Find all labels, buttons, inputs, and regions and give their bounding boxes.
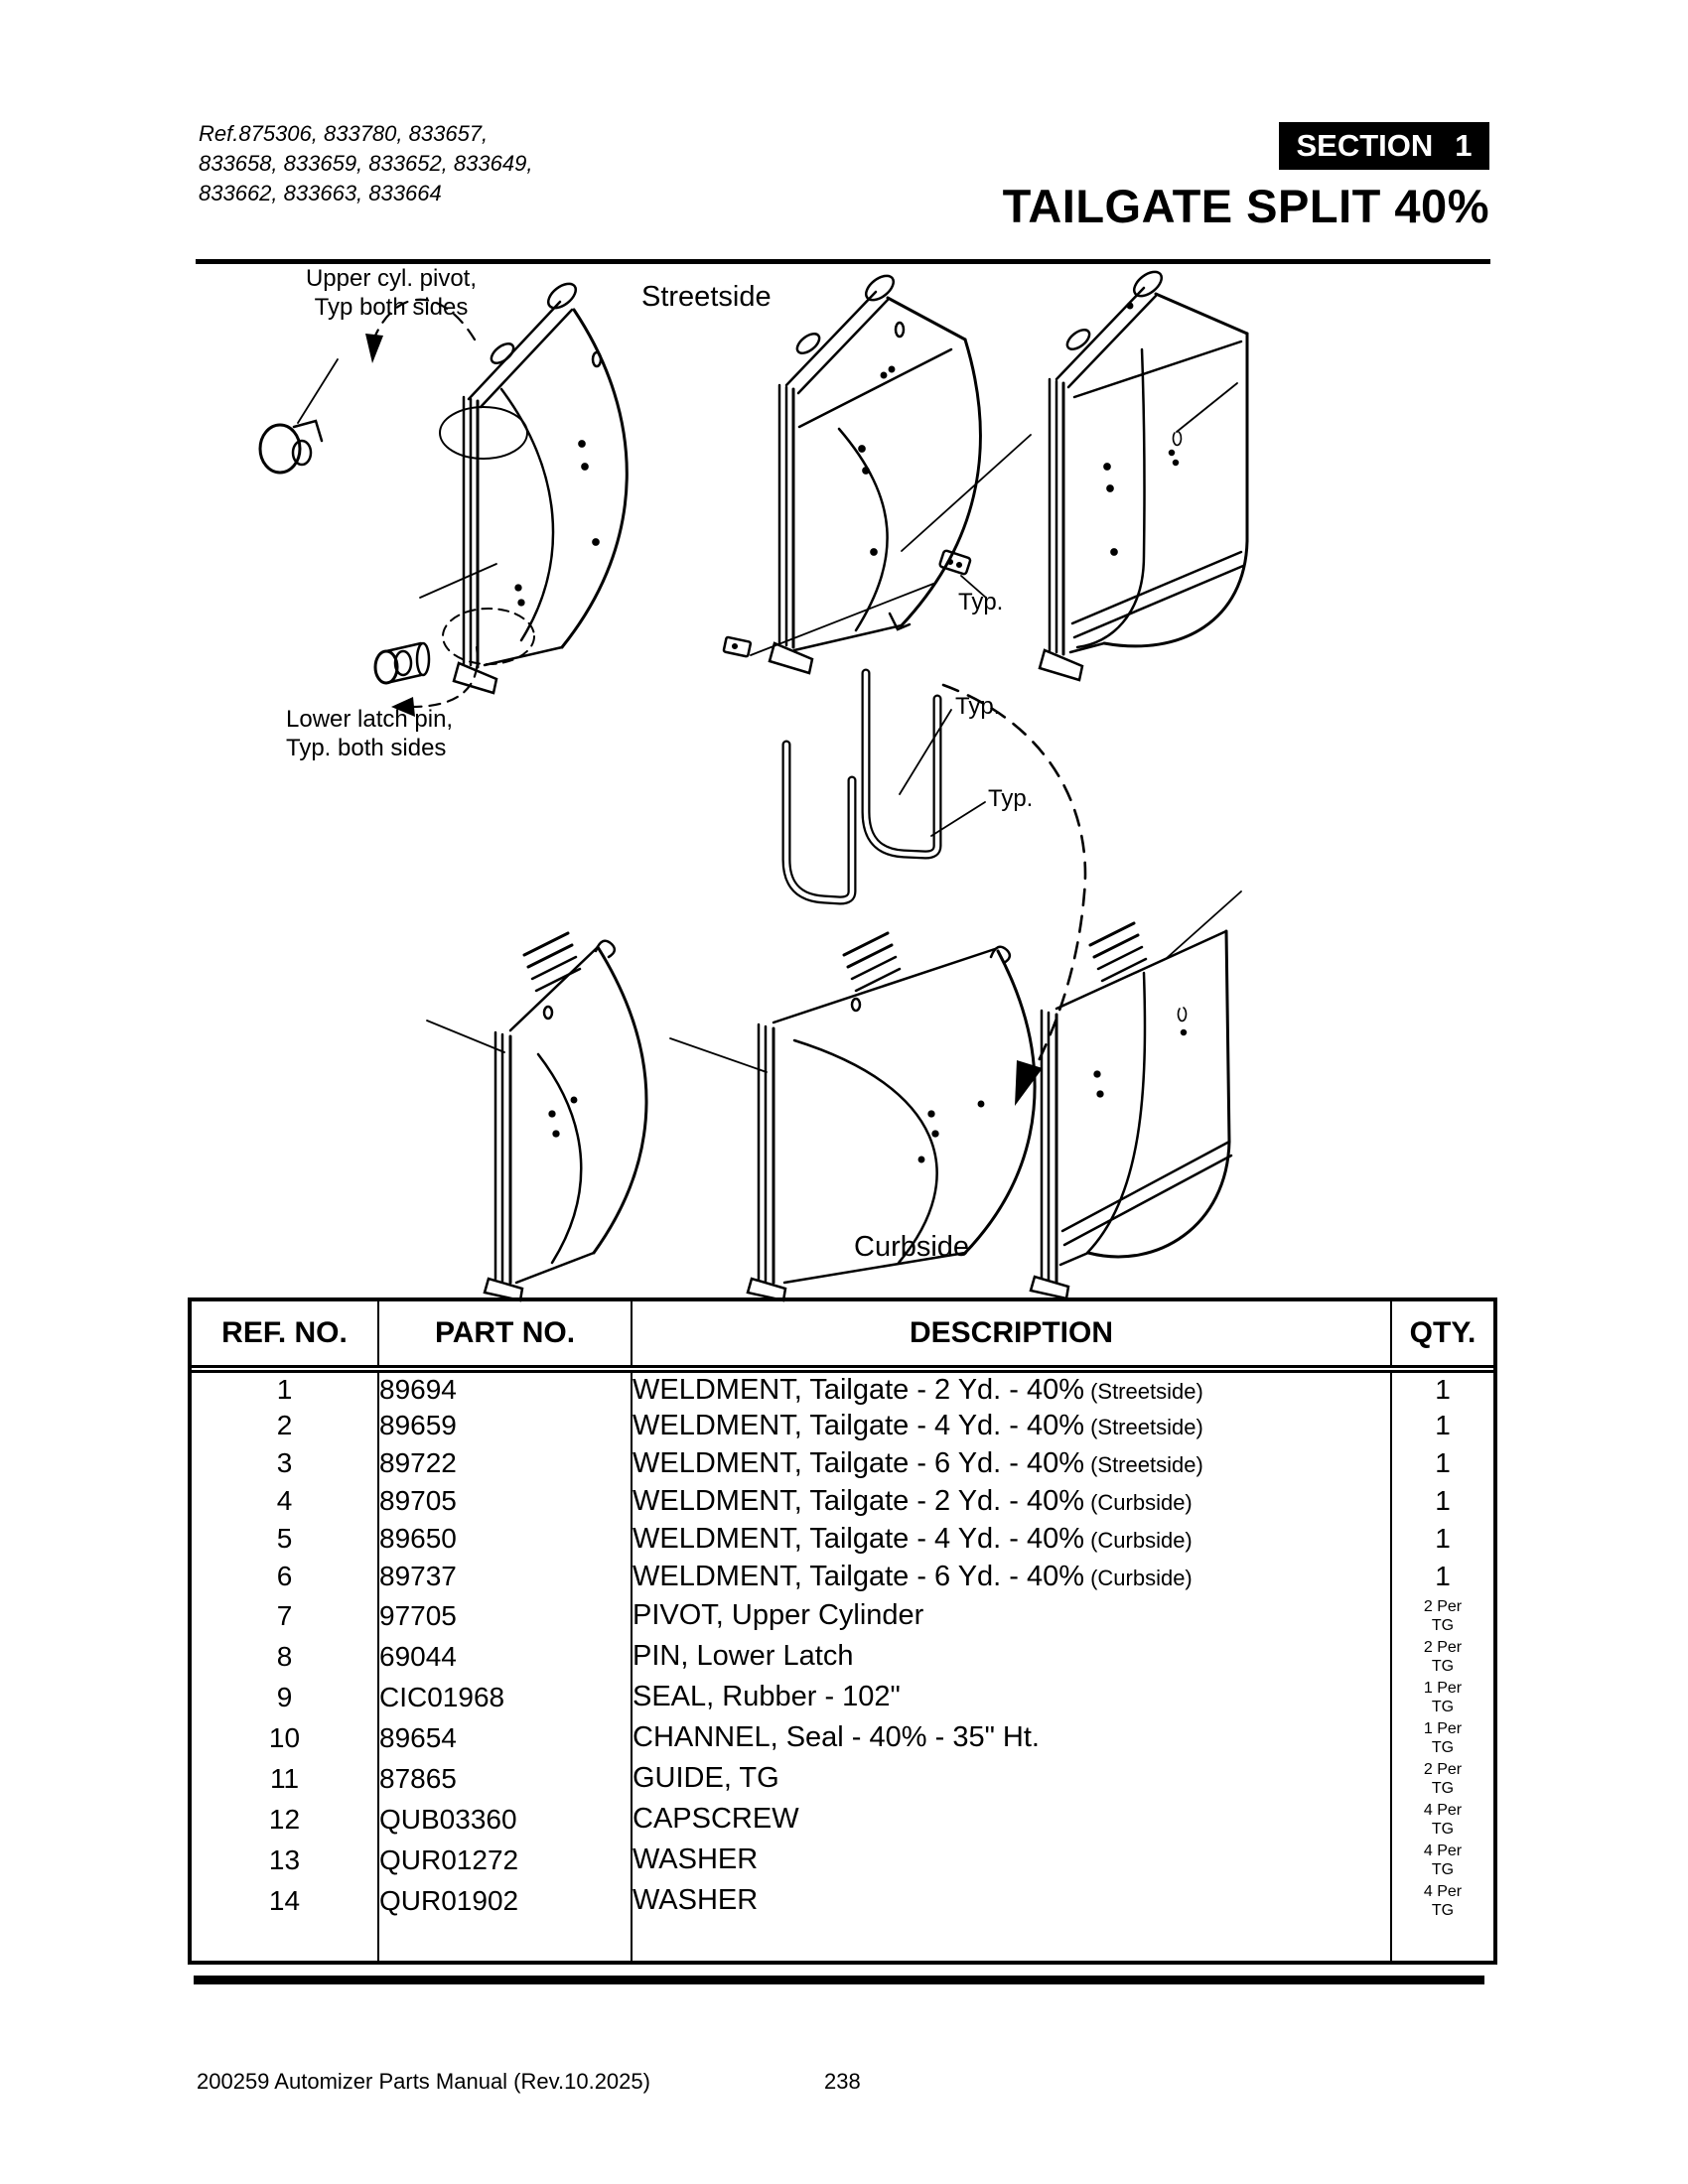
curbside-label: Curbside	[854, 1231, 970, 1263]
table-row: 2 89659 WELDMENT, Tailgate - 4 Yd. - 40%…	[192, 1407, 1493, 1444]
table-row: 6 89737 WELDMENT, Tailgate - 6 Yd. - 40%…	[192, 1558, 1493, 1595]
table-row: 4 89705 WELDMENT, Tailgate - 2 Yd. - 40%…	[192, 1482, 1493, 1520]
diagram-tailgate-6yd-curbside	[1029, 890, 1242, 1300]
col-part-no: PART NO.	[378, 1301, 633, 1373]
col-description: DESCRIPTION	[632, 1301, 1392, 1373]
diagram-upper-pivot-part	[258, 298, 528, 475]
upper-pivot-label: Upper cyl. pivot, Typ both sides	[305, 265, 478, 321]
typ-label-1: Typ.	[958, 589, 1004, 615]
typ-label-3: Typ.	[988, 785, 1034, 812]
ref-line: Ref.875306, 833780, 833657,	[199, 121, 489, 146]
col-ref-no: REF. NO.	[192, 1301, 379, 1373]
typ-label-2: Typ.	[955, 693, 1001, 720]
lower-latch-label: Lower latch pin, Typ. both sides	[286, 706, 454, 761]
parts-table: REF. NO. PART NO. DESCRIPTION QTY. 1 896…	[188, 1297, 1497, 1965]
diagram-motion-arrow	[941, 683, 1087, 1106]
bottom-divider	[194, 1976, 1484, 1984]
table-row: 3 89722 WELDMENT, Tailgate - 6 Yd. - 40%…	[192, 1444, 1493, 1482]
diagram-tailgate-2yd-streetside	[419, 282, 629, 695]
top-divider	[196, 259, 1490, 264]
diagram-tailgate-2yd-curbside	[426, 931, 648, 1302]
section-label: SECTION	[1296, 128, 1434, 163]
diagram-lower-latch-pin-part	[373, 608, 535, 717]
col-qty: QTY.	[1391, 1301, 1493, 1373]
section-badge: SECTION 1	[1279, 122, 1489, 170]
diagram-tailgate-4yd-curbside	[669, 931, 1037, 1302]
table-filler-row	[192, 1921, 1493, 1961]
page-title: TAILGATE SPLIT 40%	[1002, 180, 1489, 232]
reference-numbers: Ref.875306, 833780, 833657, 833658, 8336…	[199, 119, 532, 208]
streetside-label: Streetside	[641, 281, 772, 313]
footer-manual-info: 200259 Automizer Parts Manual (Rev.10.20…	[197, 2069, 650, 2094]
table-row: 10 89654 CHANNEL, Seal - 40% - 35" Ht. 1…	[192, 1717, 1493, 1758]
ref-line: 833662, 833663, 833664	[199, 181, 442, 205]
table-row: 5 89650 WELDMENT, Tailgate - 4 Yd. - 40%…	[192, 1520, 1493, 1558]
diagram-tailgate-6yd-streetside	[1038, 270, 1249, 682]
table-row: 1 89694 WELDMENT, Tailgate - 2 Yd. - 40%…	[192, 1369, 1493, 1407]
ref-line: 833658, 833659, 833652, 833649,	[199, 151, 533, 176]
table-header-row: REF. NO. PART NO. DESCRIPTION QTY.	[192, 1301, 1493, 1373]
section-number: 1	[1455, 128, 1473, 163]
footer-page-number: 238	[824, 2069, 861, 2094]
